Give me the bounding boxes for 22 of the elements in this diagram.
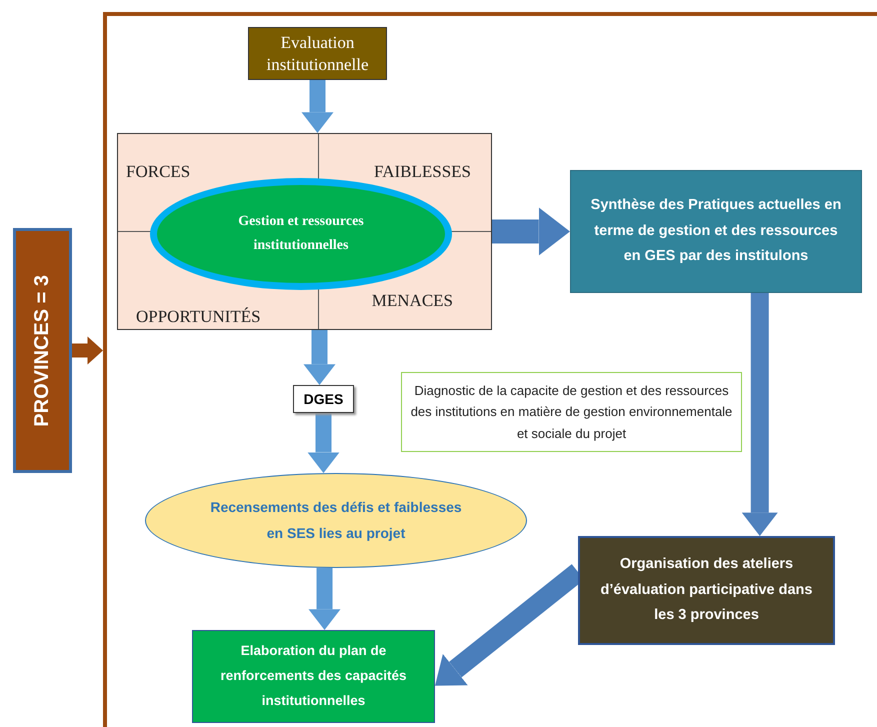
node-text: Recensements des défis et faiblesses en SES lies au projet <box>209 498 463 543</box>
banner-text: PROVINCES = 3 <box>31 274 54 426</box>
quadrant-label: FAIBLESSES <box>374 162 471 182</box>
process-box <box>293 385 354 413</box>
swot-matrix <box>117 133 492 330</box>
node-text: DGES <box>302 391 344 407</box>
box <box>103 12 877 727</box>
quadrant-label: MENACES <box>372 291 453 311</box>
node-text: Elaboration du plan de renforcements des capacités institutionnelles <box>219 642 408 710</box>
node-text: Organisation des ateliers d’évaluation participative dans les 3 provinces <box>600 555 814 626</box>
process-box <box>248 27 387 80</box>
node-text: Gestion et ressources institutionnelles <box>237 213 365 255</box>
note-box <box>401 372 742 452</box>
process-box <box>578 536 835 645</box>
process-box <box>570 170 862 293</box>
node-text: Evaluation institutionnelle <box>266 32 370 75</box>
node-text: Synthèse des Pratiques actuelles en terme de gestion et des ressources en GES par des institulons <box>590 196 842 266</box>
process-box <box>192 630 435 723</box>
quadrant-label: FORCES <box>126 162 190 182</box>
province-banner <box>13 228 72 473</box>
node-text: Diagnostic de la capacite de gestion et des ressources des institutions en matière de gestion environnementale et sociale du projet <box>410 382 734 443</box>
quadrant-label: OPPORTUNITÉS <box>136 307 261 327</box>
